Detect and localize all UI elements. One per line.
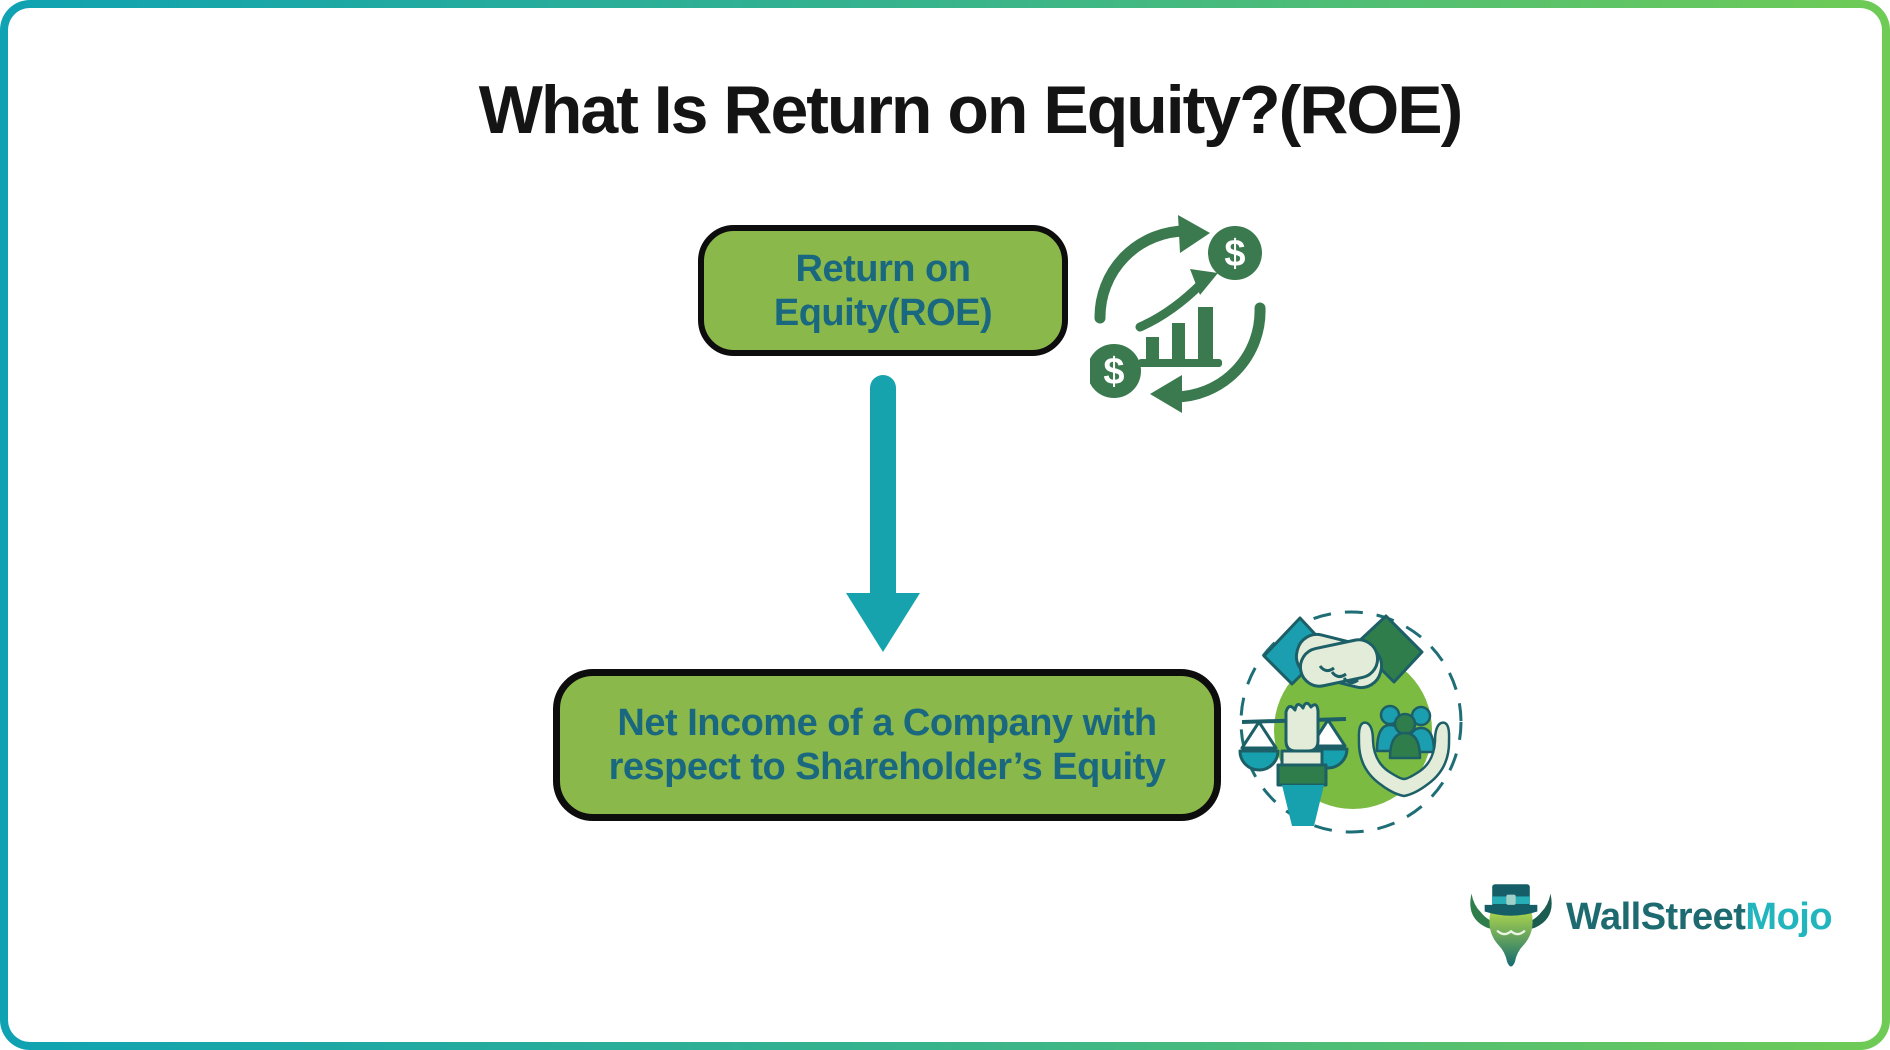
- node-return-on-equity-line2: Equity(ROE): [773, 291, 993, 334]
- cycle-arrowhead-top: [1178, 215, 1210, 253]
- fist-sleeve: [1276, 763, 1328, 787]
- handshake-hand-left: [1298, 638, 1380, 688]
- node-return-on-equity-line1: Return on: [795, 247, 971, 290]
- bar-1: [1146, 337, 1159, 359]
- wallstreetmojo-wordmark: WallStreetMojo: [1566, 896, 1833, 939]
- hands-holding-people-icon: [1357, 704, 1451, 798]
- bull-hat-buckle: [1506, 894, 1516, 905]
- person-head-middle: [1393, 712, 1417, 736]
- growth-arrow-line: [1135, 278, 1207, 332]
- dollar-coin-bottom: [1090, 344, 1141, 398]
- bull-eyes: [1496, 930, 1526, 936]
- cycle-arc-bottom: [1168, 302, 1266, 403]
- person-body-middle: [1388, 731, 1422, 760]
- handshake-icon: [1262, 614, 1424, 690]
- scale-bowl-left: [1238, 749, 1280, 772]
- page-title: What Is Return on Equity?(ROE): [478, 72, 1464, 148]
- handshake-knuckles: [1318, 665, 1359, 685]
- fist-icon: [1284, 701, 1320, 753]
- node-return-on-equity: Return on Equity(ROE): [698, 225, 1068, 356]
- money-growth-cycle-icon: $ $: [1090, 215, 1266, 413]
- cupped-hands: [1357, 721, 1451, 798]
- logo-text-wallstreet: WallStreet: [1566, 896, 1746, 938]
- growth-arrowhead: [1190, 269, 1218, 295]
- node-net-income-line1: Net Income of a Company with: [617, 702, 1157, 744]
- bar-chart-baseline: [1138, 359, 1222, 367]
- dollar-coin-top: [1208, 226, 1262, 280]
- bar-2: [1172, 323, 1185, 359]
- bull-hat-brim: [1484, 904, 1538, 916]
- dollar-sign-bottom: $: [1103, 351, 1124, 393]
- bar-3: [1198, 307, 1213, 359]
- cycle-arc-top: [1094, 225, 1192, 324]
- bull-horn-left: [1470, 893, 1500, 929]
- wallstreetmojo-bull-icon: [1470, 884, 1552, 967]
- node-net-income-definition: Net Income of a Company with respect to …: [553, 669, 1221, 821]
- scales-of-balance-icon: [1238, 701, 1349, 826]
- wallstreetmojo-logo: WallStreetMojo: [1464, 882, 1833, 972]
- bull-face: [1489, 912, 1533, 967]
- down-arrow-shaft: [870, 375, 896, 607]
- bull-horn-right: [1522, 893, 1552, 929]
- dollar-sign-top: $: [1224, 233, 1245, 275]
- stakeholders-agreement-icon: [1238, 610, 1463, 834]
- cycle-arrowhead-bottom: [1150, 375, 1182, 413]
- node-net-income-line2: respect to Shareholder’s Equity: [608, 746, 1166, 788]
- scale-triangle-left: [1240, 720, 1278, 750]
- down-arrowhead: [846, 593, 920, 652]
- logo-text-mojo: Mojo: [1745, 896, 1833, 938]
- content-area: What Is Return on Equity?(ROE) Return on…: [8, 8, 1882, 1042]
- down-arrow: [846, 375, 920, 652]
- dashed-circle: [1239, 610, 1463, 834]
- fist-arm: [1282, 785, 1324, 826]
